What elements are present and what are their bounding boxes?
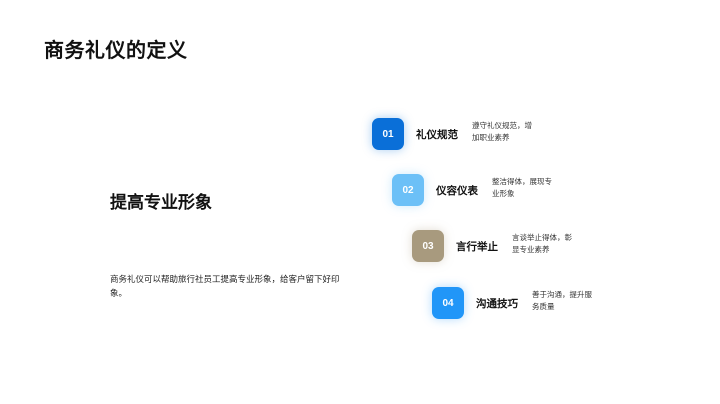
section-subtitle: 提高专业形象 [110, 193, 212, 213]
list-item-2: 02 仪容仪表 整洁得体，展现专业形象 [392, 174, 558, 206]
item-text: 遵守礼仪规范，增加职业素养 [472, 121, 532, 142]
section-description: 商务礼仪可以帮助旅行社员工提高专业形象，给客户留下好印象。 [110, 275, 340, 299]
item-label: 礼仪规范 [416, 128, 458, 141]
item-text: 整洁得体，展现专业形象 [492, 177, 552, 198]
number-badge: 01 [372, 118, 404, 150]
item-label: 言行举止 [456, 240, 498, 253]
item-text: 言谈举止得体，彰显专业素养 [512, 233, 572, 254]
list-item-1: 01 礼仪规范 遵守礼仪规范，增加职业素养 [372, 118, 538, 150]
list-item-3: 03 言行举止 言谈举止得体，彰显专业素养 [412, 230, 578, 262]
item-text: 善于沟通，提升服务质量 [532, 290, 592, 311]
item-label: 沟通技巧 [476, 297, 518, 310]
slide-title: 商务礼仪的定义 [44, 38, 188, 62]
number-badge: 03 [412, 230, 444, 262]
number-badge: 02 [392, 174, 424, 206]
number-badge: 04 [432, 287, 464, 319]
item-label: 仪容仪表 [436, 184, 478, 197]
list-item-4: 04 沟通技巧 善于沟通，提升服务质量 [432, 287, 598, 319]
